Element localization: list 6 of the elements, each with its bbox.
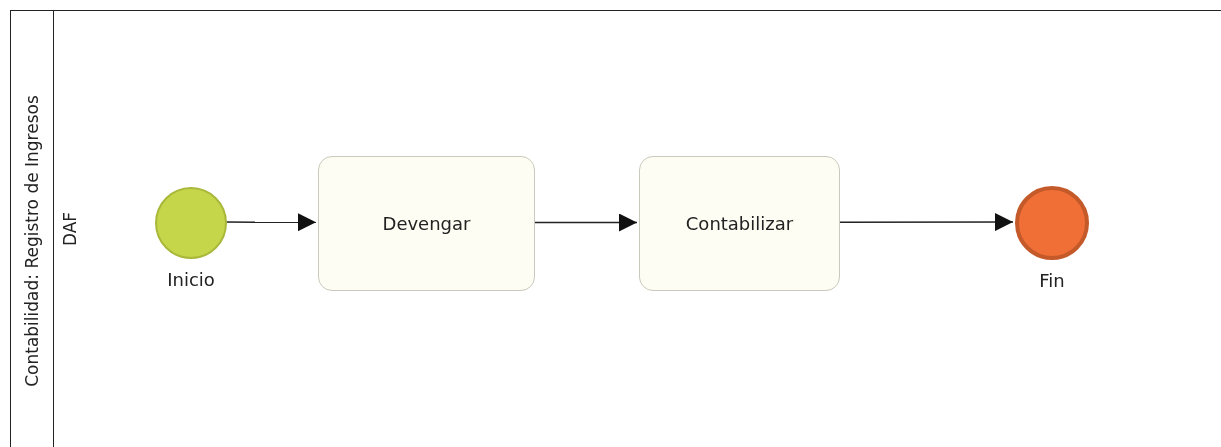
event-label: Fin xyxy=(1039,270,1065,291)
pool-label: Contabilidad: Registro de Ingresos xyxy=(22,95,42,387)
task-box: Devengar xyxy=(318,156,535,291)
task-box: Contabilizar xyxy=(639,156,840,291)
lane-label: DAF xyxy=(60,211,80,247)
event-label: Inicio xyxy=(167,269,215,290)
